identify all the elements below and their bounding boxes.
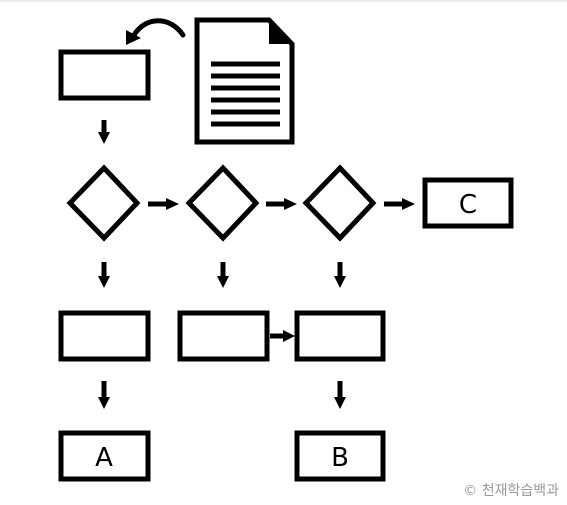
- box-c-label: C: [459, 190, 477, 220]
- box-a: [58, 430, 151, 482]
- arrow-right: [384, 198, 415, 210]
- document-icon: [194, 17, 295, 145]
- box-a-label: A: [95, 443, 113, 473]
- arrow-right: [266, 198, 297, 210]
- arrow-right: [148, 198, 179, 210]
- box-mid-2: [177, 310, 270, 362]
- copyright-notice: © 천재학습백과: [463, 483, 559, 499]
- arrow-down: [334, 262, 346, 288]
- box-b: [294, 430, 386, 482]
- decision-3: [302, 164, 377, 242]
- box-mid-3: [294, 310, 386, 362]
- arrow-down: [98, 120, 110, 144]
- arrow-down: [334, 381, 346, 409]
- arrow-right: [270, 330, 295, 342]
- box-b-label: B: [331, 443, 349, 473]
- arrow-down: [98, 262, 110, 288]
- decision-1: [66, 164, 141, 242]
- arrow-down: [217, 262, 229, 288]
- curved-arrow: [126, 18, 186, 45]
- box-c: [422, 177, 514, 229]
- top-divider: [0, 0, 567, 2]
- arrow-down: [98, 381, 110, 409]
- decision-2: [185, 164, 260, 242]
- box-top: [58, 49, 151, 101]
- box-mid-1: [58, 310, 151, 362]
